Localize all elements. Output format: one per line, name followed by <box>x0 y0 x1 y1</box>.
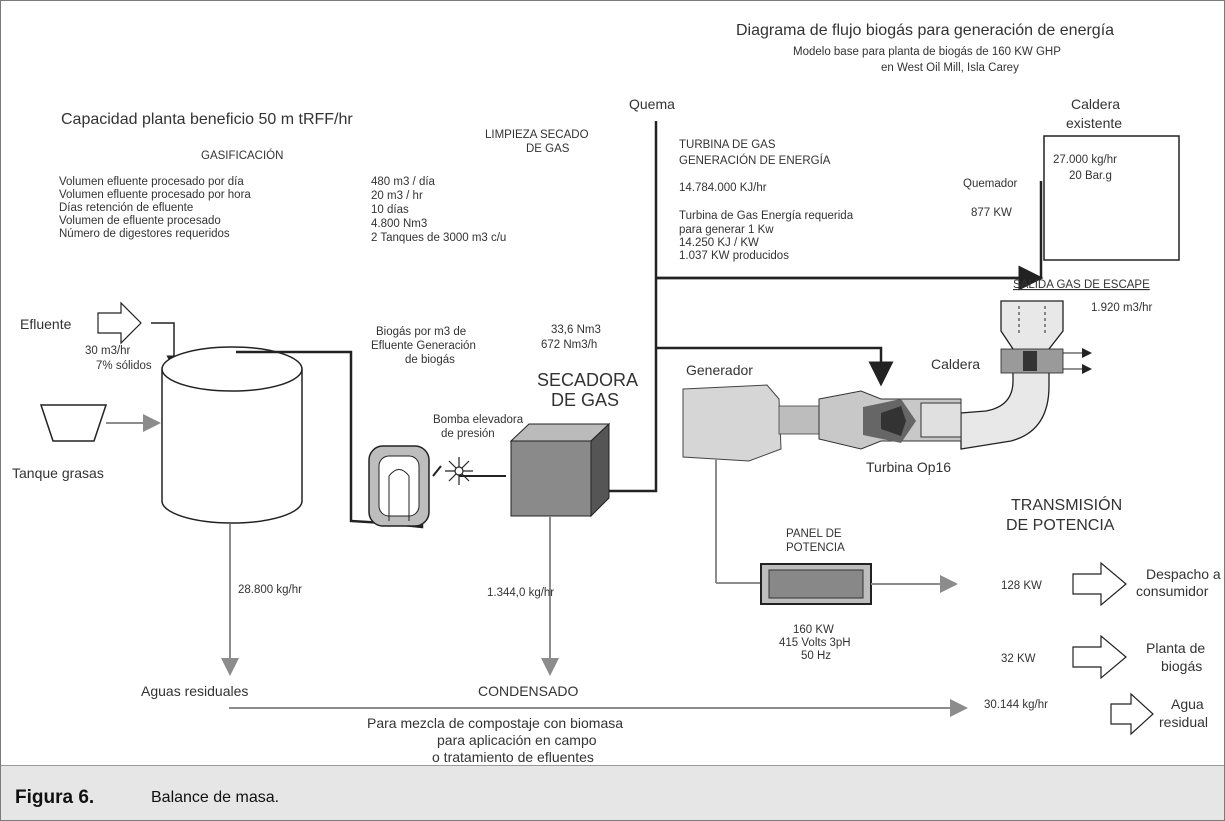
output-kw-2: 32 KW <box>1001 653 1036 665</box>
efluente-solids: 7% sólidos <box>96 360 152 372</box>
panel-spec-3: 50 Hz <box>801 650 831 662</box>
quemador-value: 877 KW <box>971 207 1012 219</box>
turbina-op-label: Turbina Op16 <box>866 459 951 475</box>
generator-turbine <box>682 384 962 462</box>
dryer-out-flow: 1.344,0 kg/hr <box>487 587 554 599</box>
output-label-3a: Agua <box>1171 696 1204 712</box>
tanque-grasas-shape <box>39 404 108 442</box>
bomba-pump <box>368 445 430 527</box>
panel-title-2: POTENCIA <box>786 542 845 554</box>
biogas-note-2: Efluente Generación <box>371 340 476 352</box>
gas-value-4: 4.800 Nm3 <box>371 218 427 230</box>
gas-label-2: Volumen efluente procesado por hora <box>59 189 251 201</box>
turbina-gas-detail-1: Turbina de Gas Energía requerida <box>679 210 854 222</box>
output-label-1a: Despacho a <box>1146 566 1221 582</box>
biogas-note-1: Biogás por m3 de <box>376 326 466 338</box>
gas-label-4: Volumen de efluente procesado <box>59 215 221 227</box>
efluente-pipe <box>151 322 182 371</box>
efluente-label: Efluente <box>20 316 72 332</box>
gasificacion-heading: GASIFICACIÓN <box>201 149 283 162</box>
output-arrow-2 <box>1072 634 1127 680</box>
efluente-flow: 30 m3/hr <box>85 345 131 357</box>
bomba-label-2: de presión <box>441 428 495 440</box>
gas-label-5: Número de digestores requeridos <box>59 228 230 240</box>
secadora-title-2: DE GAS <box>551 390 619 410</box>
caldera-existente-title-2: existente <box>1066 115 1122 131</box>
panel-title-1: PANEL DE <box>786 528 842 540</box>
caldera-existente-box <box>1043 135 1180 261</box>
biogas-value-1: 33,6 Nm3 <box>551 324 601 336</box>
transmision-title-1: TRANSMISIÓN <box>1011 495 1122 514</box>
caption-label: Figura 6. <box>15 787 95 808</box>
turbina-gas-detail-3: 14.250 KJ / KW <box>679 237 759 249</box>
tank-out-flow: 28.800 kg/hr <box>238 584 302 596</box>
transmision-title-2: DE POTENCIA <box>1006 517 1115 534</box>
turbina-gas-title-2: GENERACIÓN DE ENERGÍA <box>679 154 831 167</box>
secadora-title-1: SECADORA <box>537 370 638 390</box>
efluente-arrow <box>97 301 142 345</box>
gas-value-2: 20 m3 / hr <box>371 190 423 202</box>
panel-inner <box>768 569 864 599</box>
quemador-label: Quemador <box>963 178 1018 190</box>
limpieza-label-2: DE GAS <box>526 143 570 155</box>
tanque-grasas-label: Tanque grasas <box>12 465 104 481</box>
compost-line-2: para aplicación en campo <box>437 732 597 748</box>
salida-gas-value: 1.920 m3/hr <box>1091 302 1153 314</box>
output-kw-1: 128 KW <box>1001 580 1042 592</box>
output-arrow-3 <box>1110 692 1154 736</box>
quema-label: Quema <box>629 96 675 112</box>
salida-gas-label: SALIDA GAS DE ESCAPE <box>1013 279 1150 291</box>
output-arrow-1 <box>1072 561 1127 607</box>
gas-value-5: 2 Tanques de 3000 m3 c/u <box>371 232 506 244</box>
digester-tank <box>161 346 303 524</box>
turbina-gas-detail-2: para generar 1 Kw <box>679 224 774 236</box>
capacity-text: Capacidad planta beneficio 50 m tRFF/hr <box>61 111 353 128</box>
diagram-subtitle-1: Modelo base para planta de biogás de 160… <box>793 46 1061 58</box>
biogas-value-2: 672 Nm3/h <box>541 339 597 351</box>
pressure-star-icon <box>445 457 473 485</box>
figure-caption: Figura 6. Balance de masa. <box>1 765 1224 820</box>
output-label-2b: biogás <box>1161 658 1202 674</box>
biogas-note-3: de biogás <box>405 354 455 366</box>
turbina-gas-detail-4: 1.037 KW producidos <box>679 250 789 262</box>
limpieza-label-1: LIMPIEZA SECADO <box>485 129 589 141</box>
turbina-gas-flow: 14.784.000 KJ/hr <box>679 182 767 194</box>
caption-text: Balance de masa. <box>151 789 280 806</box>
output-label-2a: Planta de <box>1146 640 1205 656</box>
gas-value-1: 480 m3 / día <box>371 176 436 188</box>
output-kw-3: 30.144 kg/hr <box>984 699 1048 711</box>
bomba-to-secadora <box>432 465 506 477</box>
caldera-existente-title-1: Caldera <box>1071 96 1120 112</box>
secadora-box <box>509 422 611 518</box>
diagram-title: Diagrama de flujo biogás para generación… <box>736 22 1114 39</box>
gasificacion-table: Volumen efluente procesado por día 480 m… <box>59 176 506 244</box>
exhaust-stack <box>960 300 1092 450</box>
caldera-label: Caldera <box>931 356 980 372</box>
compost-line-1: Para mezcla de compostaje con biomasa <box>367 715 623 731</box>
aguas-residuales-label: Aguas residuales <box>141 683 248 699</box>
output-label-3b: residual <box>1159 714 1208 730</box>
gas-label-3: Días retención de efluente <box>59 202 193 214</box>
condensado-label: CONDENSADO <box>478 683 578 699</box>
gas-label-1: Volumen efluente procesado por día <box>59 176 244 188</box>
gas-value-3: 10 días <box>371 204 409 216</box>
panel-spec-2: 415 Volts 3pH <box>779 637 851 649</box>
compost-line-3: o tratamiento de efluentes <box>432 749 594 765</box>
bomba-label-1: Bomba elevadora <box>433 414 524 426</box>
caldera-existente-value-2: 20 Bar.g <box>1069 170 1112 182</box>
caldera-existente-value-1: 27.000 kg/hr <box>1053 154 1117 166</box>
flow-diagram: Diagrama de flujo biogás para generación… <box>1 1 1224 765</box>
panel-spec-1: 160 KW <box>793 624 834 636</box>
output-label-1b: consumidor <box>1136 583 1209 599</box>
diagram-subtitle-2: en West Oil Mill, Isla Carey <box>881 62 1019 74</box>
turbina-gas-title-1: TURBINA DE GAS <box>679 139 776 151</box>
generador-label: Generador <box>686 362 753 378</box>
